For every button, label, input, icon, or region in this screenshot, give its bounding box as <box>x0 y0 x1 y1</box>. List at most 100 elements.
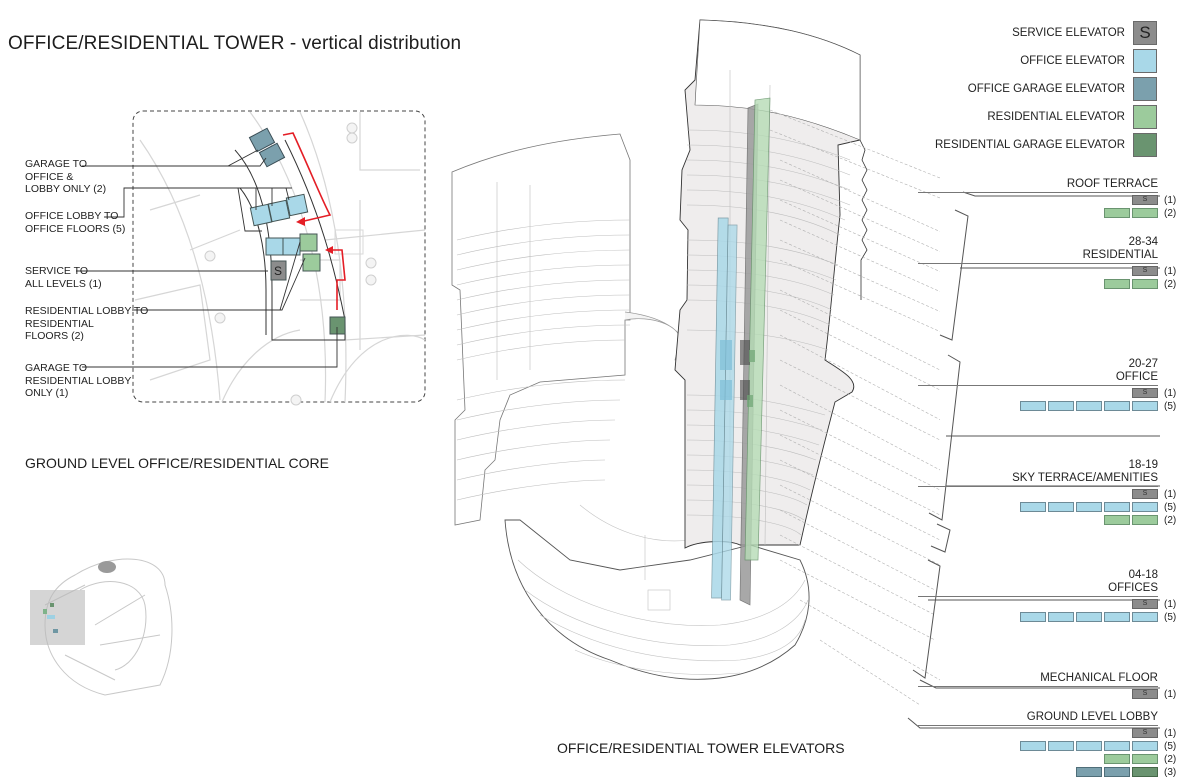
office-bar <box>1132 612 1158 622</box>
residential-bar <box>1104 754 1130 764</box>
office-bar <box>1020 502 1046 512</box>
service-bar: S <box>1132 599 1158 609</box>
plan-label-office-lobby: OFFICE LOBBY TO OFFICE FLOORS (5) <box>25 210 126 235</box>
residential-row: (2) <box>918 278 1176 290</box>
residential-garage-elevator <box>329 316 346 335</box>
office-row: (5) <box>918 611 1176 623</box>
plan-frame <box>132 110 426 403</box>
office-bar <box>1076 612 1102 622</box>
level-18-19-sky-terrace: 18-19 SKY TERRACE/AMENITIES S (1) (5) (2… <box>918 459 1176 526</box>
service-row: S (1) <box>918 598 1176 610</box>
service-row: S (1) <box>918 688 1176 700</box>
residential-elevator-1 <box>299 233 318 252</box>
residential-garage-swatch <box>1133 133 1157 157</box>
legend-office: OFFICE ELEVATOR <box>1020 48 1157 74</box>
office-bar <box>1048 741 1074 751</box>
office-bar <box>1132 401 1158 411</box>
service-elevator <box>270 260 287 281</box>
office-row: (5) <box>918 400 1176 412</box>
level-mechanical-floor: MECHANICAL FLOOR S (1) <box>918 672 1176 700</box>
residential-row: (2) <box>918 207 1176 219</box>
office-row: (5) <box>918 740 1176 752</box>
service-row: S (1) <box>918 727 1176 739</box>
plan-label-service: SERVICE TO ALL LEVELS (1) <box>25 265 102 290</box>
service-glyph: S <box>274 264 282 278</box>
service-bar: S <box>1132 689 1158 699</box>
office-bar <box>1020 741 1046 751</box>
level-rule <box>918 596 1158 597</box>
service-row: S (1) <box>918 387 1176 399</box>
office-bar <box>1104 741 1130 751</box>
office-bar <box>1048 612 1074 622</box>
residential-bar <box>1104 515 1130 525</box>
office-garage-elevator-2 <box>258 142 286 168</box>
level-rule <box>918 385 1158 386</box>
office-garage-elevator-1 <box>248 127 276 153</box>
office-row: (5) <box>918 501 1176 513</box>
residential-swatch <box>1133 105 1157 129</box>
service-bar: S <box>1132 489 1158 499</box>
service-bar: S <box>1132 728 1158 738</box>
residential-bar <box>1132 279 1158 289</box>
page-title: OFFICE/RESIDENTIAL TOWER - vertical dist… <box>8 33 462 54</box>
office-bar <box>1048 401 1074 411</box>
office-garage-bar <box>1104 767 1130 777</box>
level-rule <box>918 486 1158 487</box>
service-swatch: S <box>1133 21 1157 45</box>
level-04-18-offices: 04-18 OFFICES S (1) (5) <box>918 569 1176 623</box>
tower-caption: OFFICE/RESIDENTIAL TOWER ELEVATORS <box>557 740 845 756</box>
residential-bar <box>1132 208 1158 218</box>
legend-office-garage: OFFICE GARAGE ELEVATOR <box>968 76 1157 102</box>
core-plan-caption: GROUND LEVEL OFFICE/RESIDENTIAL CORE <box>25 455 329 471</box>
office-bar <box>1132 741 1158 751</box>
legend-service: SERVICE ELEVATOR S <box>1012 20 1157 46</box>
key-plan-drawing <box>30 558 173 696</box>
level-rule <box>918 263 1158 264</box>
office-garage-swatch <box>1133 77 1157 101</box>
residential-bar <box>1132 515 1158 525</box>
tower-axonometric-drawing <box>451 19 940 706</box>
level-rule <box>918 686 1158 687</box>
office-bar <box>1132 502 1158 512</box>
legend-residential-garage: RESIDENTIAL GARAGE ELEVATOR <box>935 132 1157 158</box>
level-ground-lobby: GROUND LEVEL LOBBY S (1) (5) (2) (3) <box>918 711 1176 778</box>
office-bar <box>1076 502 1102 512</box>
service-bar: S <box>1132 388 1158 398</box>
service-row: S (1) <box>918 488 1176 500</box>
level-roof-terrace: ROOF TERRACE S (1) (2) <box>918 178 1176 219</box>
office-bar <box>1048 502 1074 512</box>
service-bar: S <box>1132 195 1158 205</box>
residential-bar <box>1104 208 1130 218</box>
office-bar <box>1076 741 1102 751</box>
level-28-34-residential: 28-34 RESIDENTIAL S (1) (2) <box>918 236 1176 290</box>
office-garage-bar <box>1076 767 1102 777</box>
plan-label-garage-residential: GARAGE TO RESIDENTIAL LOBBY ONLY (1) <box>25 362 132 399</box>
plan-label-residential-lobby: RESIDENTIAL LOBBY TO RESIDENTIAL FLOORS … <box>25 305 149 342</box>
residential-bar <box>1132 754 1158 764</box>
residential-row: (2) <box>918 514 1176 526</box>
left-tower-mass <box>451 133 631 526</box>
core-plan-drawing: S <box>76 110 426 406</box>
service-row: S (1) <box>918 265 1176 277</box>
office-bar <box>1076 401 1102 411</box>
service-bar: S <box>1132 266 1158 276</box>
office-shaft-2 <box>721 224 738 601</box>
office-bar <box>1104 502 1130 512</box>
level-brackets <box>907 191 1160 729</box>
office-bar <box>1020 401 1046 411</box>
residential-elevator-2 <box>302 253 321 272</box>
residential-garage-bar <box>1132 767 1158 777</box>
office-bar <box>1104 612 1130 622</box>
residential-bar <box>1104 279 1130 289</box>
office-bar <box>1020 612 1046 622</box>
service-row: S (1) <box>918 194 1176 206</box>
office-swatch <box>1133 49 1157 73</box>
office-bar <box>1104 401 1130 411</box>
level-20-27-office: 20-27 OFFICE S (1) (5) <box>918 358 1176 412</box>
legend-residential: RESIDENTIAL ELEVATOR <box>987 104 1157 130</box>
level-rule <box>918 725 1158 726</box>
podium-base <box>504 519 810 680</box>
level-rule <box>918 192 1158 193</box>
residential-row: (2) <box>918 753 1176 765</box>
garage-row: (3) <box>918 766 1176 778</box>
